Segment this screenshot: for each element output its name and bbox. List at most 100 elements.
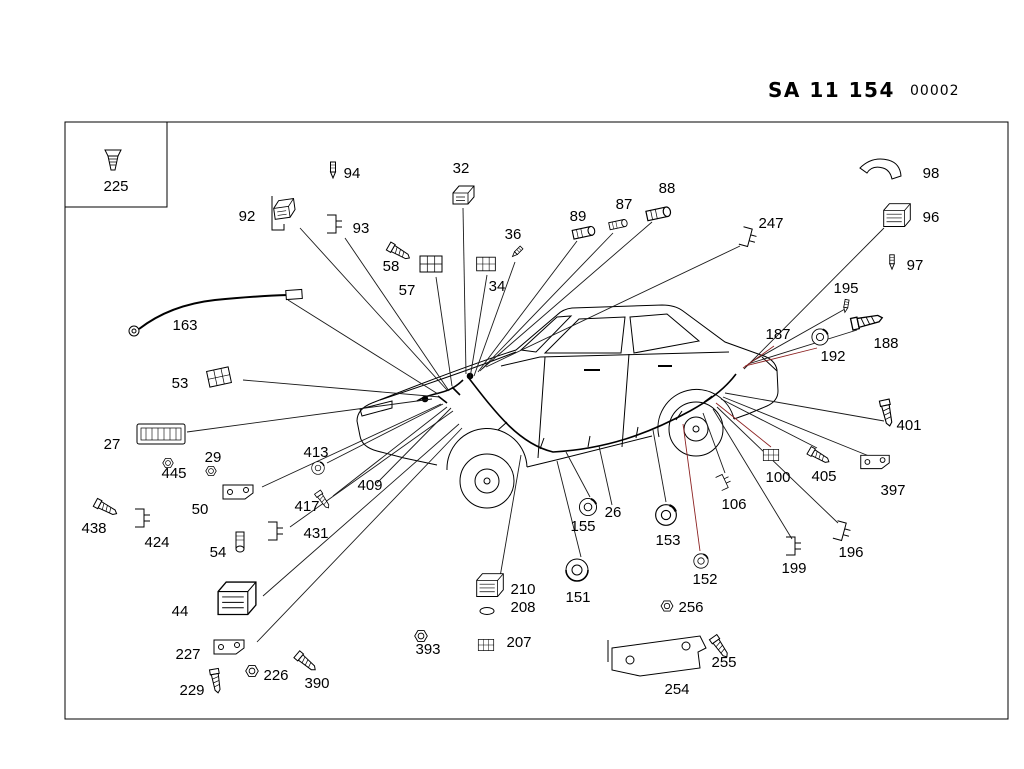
part-icon-36 xyxy=(510,245,524,259)
part-label-424: 424 xyxy=(144,534,169,551)
part-icon-393 xyxy=(414,630,428,642)
part-icon-29 xyxy=(205,466,217,476)
part-label-29: 29 xyxy=(205,449,222,466)
part-label-163: 163 xyxy=(172,317,197,334)
diagram-border xyxy=(64,121,1009,720)
part-icon-88 xyxy=(645,205,672,222)
part-icon-390 xyxy=(293,650,319,674)
part-icon-106 xyxy=(715,472,733,491)
part-icon-153 xyxy=(654,503,678,527)
part-icon-210 xyxy=(476,573,504,597)
part-label-54: 54 xyxy=(210,544,227,561)
part-label-153: 153 xyxy=(655,532,680,549)
part-icon-431 xyxy=(267,521,284,541)
part-icon-57 xyxy=(419,255,443,273)
part-icon-54 xyxy=(235,531,245,553)
part-icon-87 xyxy=(608,218,629,231)
part-icon-207 xyxy=(477,639,495,651)
part-icon-254 xyxy=(607,635,707,677)
part-label-106: 106 xyxy=(721,496,746,513)
part-label-210: 210 xyxy=(510,581,535,598)
part-label-192: 192 xyxy=(820,348,845,365)
page-code: SA 11 154 xyxy=(768,78,895,102)
part-icon-151 xyxy=(565,558,589,582)
part-icon-227 xyxy=(213,639,245,655)
part-label-87: 87 xyxy=(616,196,633,213)
part-icon-27 xyxy=(136,423,186,445)
part-icon-96 xyxy=(883,203,911,227)
part-icon-208 xyxy=(479,607,495,615)
part-icon-89 xyxy=(571,225,597,240)
part-label-409: 409 xyxy=(357,477,382,494)
part-icon-53 xyxy=(206,366,232,388)
part-icon-424 xyxy=(134,508,151,528)
part-label-53: 53 xyxy=(172,375,189,392)
part-label-26: 26 xyxy=(605,504,622,521)
part-label-44: 44 xyxy=(172,603,189,620)
part-label-34: 34 xyxy=(489,278,506,295)
part-label-254: 254 xyxy=(664,681,689,698)
part-icon-195 xyxy=(842,298,850,314)
part-label-94: 94 xyxy=(344,165,361,182)
part-label-390: 390 xyxy=(304,675,329,692)
part-label-36: 36 xyxy=(505,226,522,243)
part-icon-256 xyxy=(660,600,674,612)
part-label-195: 195 xyxy=(833,280,858,297)
part-icon-94 xyxy=(330,161,336,179)
part-label-438: 438 xyxy=(81,520,106,537)
part-icon-405 xyxy=(806,446,832,466)
wiring-harness xyxy=(416,372,737,453)
part-icon-100 xyxy=(762,449,780,461)
part-label-93: 93 xyxy=(353,220,370,237)
part-label-227: 227 xyxy=(175,646,200,663)
part-icon-163 xyxy=(128,288,303,337)
part-label-405: 405 xyxy=(811,468,836,485)
part-icon-225 xyxy=(104,149,122,171)
part-label-96: 96 xyxy=(923,209,940,226)
part-label-50: 50 xyxy=(192,501,209,518)
part-icon-50 xyxy=(222,484,254,500)
part-icon-438 xyxy=(92,497,120,519)
part-label-88: 88 xyxy=(659,180,676,197)
part-label-226: 226 xyxy=(263,667,288,684)
part-icon-413 xyxy=(311,461,325,475)
part-label-32: 32 xyxy=(453,160,470,177)
part-label-155: 155 xyxy=(570,518,595,535)
part-label-445: 445 xyxy=(161,465,186,482)
part-label-431: 431 xyxy=(303,525,328,542)
part-icon-155 xyxy=(578,497,598,517)
part-icon-247 xyxy=(738,226,759,249)
leader-lines xyxy=(186,207,885,643)
part-icon-44 xyxy=(217,581,257,616)
part-label-187: 187 xyxy=(765,326,790,343)
part-icon-98 xyxy=(859,158,902,180)
part-label-57: 57 xyxy=(399,282,416,299)
part-icon-93 xyxy=(326,214,343,234)
part-label-397: 397 xyxy=(880,482,905,499)
part-label-100: 100 xyxy=(765,469,790,486)
part-icon-401 xyxy=(878,398,896,428)
part-icon-152 xyxy=(692,552,710,570)
part-label-89: 89 xyxy=(570,208,587,225)
part-icon-92-strap xyxy=(271,196,285,231)
part-label-256: 256 xyxy=(678,599,703,616)
part-icons xyxy=(92,149,911,695)
part-label-98: 98 xyxy=(923,165,940,182)
part-icon-188 xyxy=(849,311,885,331)
part-label-97: 97 xyxy=(907,257,924,274)
part-label-199: 199 xyxy=(781,560,806,577)
part-label-27: 27 xyxy=(104,436,121,453)
part-label-229: 229 xyxy=(179,682,204,699)
part-label-152: 152 xyxy=(692,571,717,588)
part-label-188: 188 xyxy=(873,335,898,352)
part-label-196: 196 xyxy=(838,544,863,561)
part-label-393: 393 xyxy=(415,641,440,658)
part-icon-226 xyxy=(245,665,259,677)
part-icon-196 xyxy=(832,520,853,543)
part-label-225: 225 xyxy=(103,178,128,195)
part-labels: 225 94 92 93 32 58 57 36 34 89 87 88 247… xyxy=(81,160,939,699)
part-label-413: 413 xyxy=(303,444,328,461)
part-icon-32 xyxy=(452,185,475,205)
part-label-247: 247 xyxy=(758,215,783,232)
